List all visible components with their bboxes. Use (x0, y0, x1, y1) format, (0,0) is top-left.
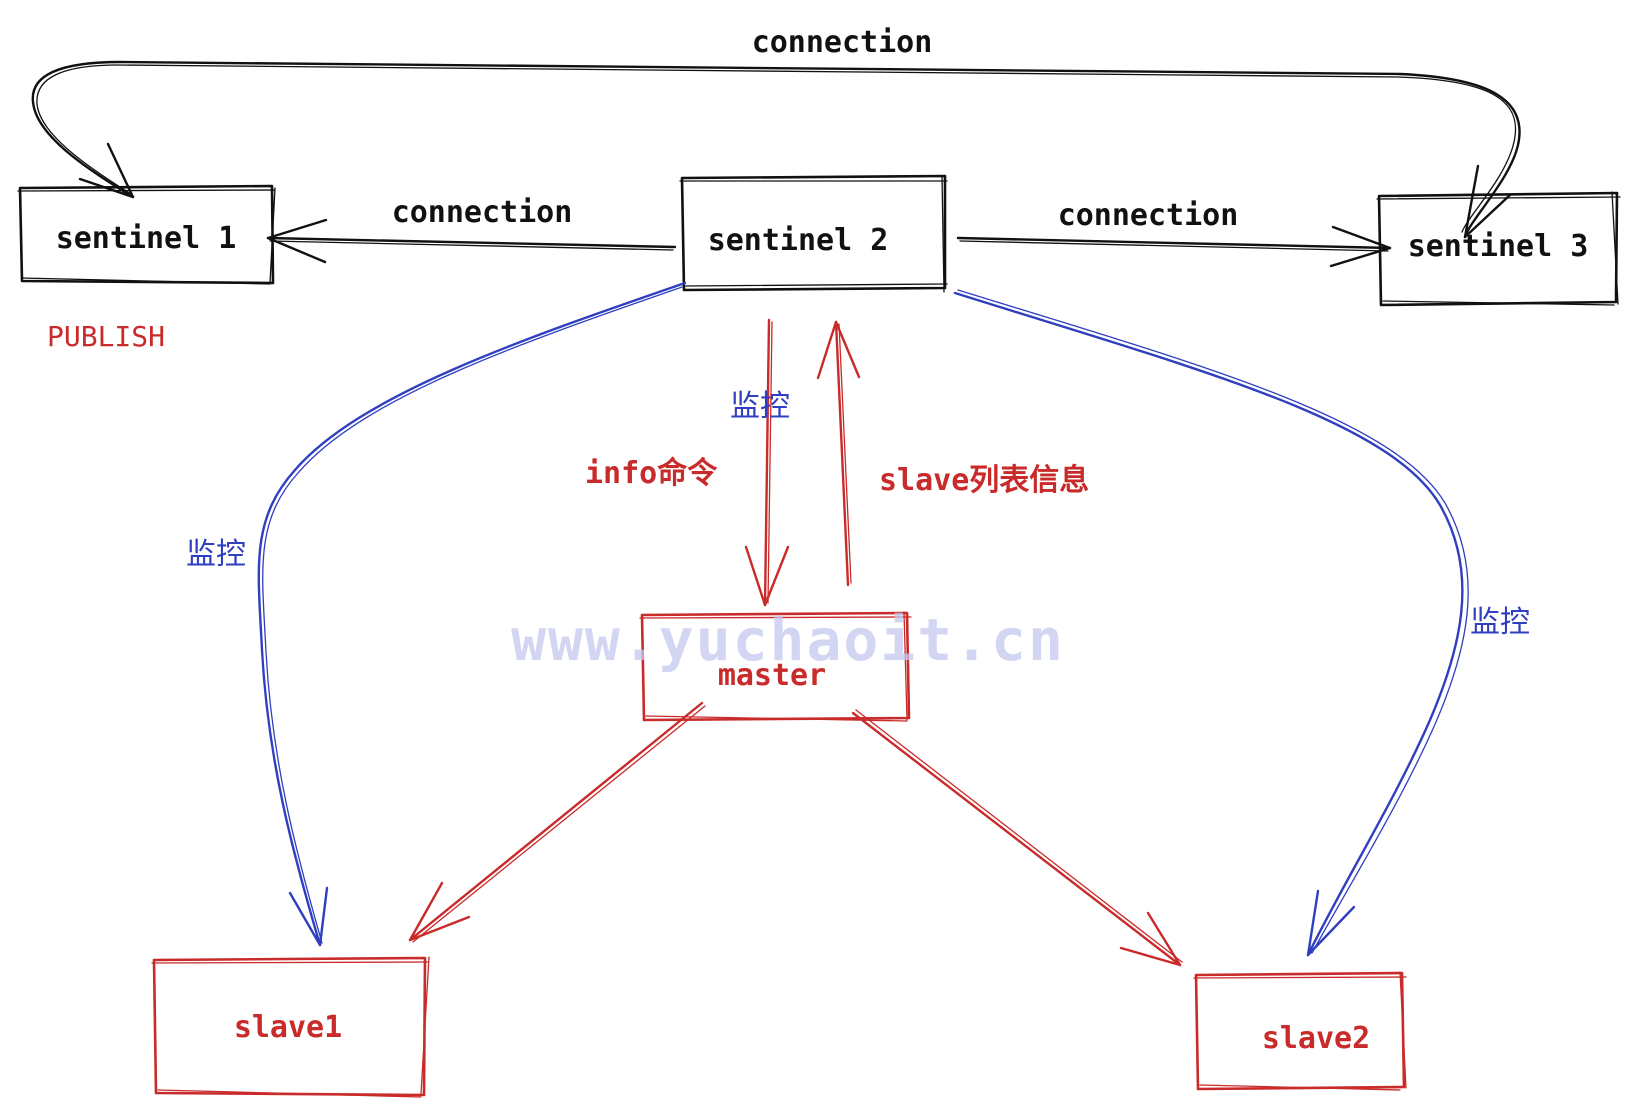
edge-monitor-slave1 (257, 281, 687, 947)
edge-sentinel2-to-sentinel1 (266, 218, 677, 264)
edge-sentinel2-to-sentinel3 (956, 225, 1392, 268)
node-slave2-label: slave2 (1262, 1021, 1370, 1056)
arrowhead-sentinel3-top (1463, 164, 1512, 239)
edge-top-connection (31, 60, 1521, 239)
label-connection-top: connection (752, 25, 933, 60)
node-sentinel2-label: sentinel 2 (708, 223, 889, 258)
arrowhead-sentinel1-top (78, 142, 135, 199)
edge-info-command (744, 318, 790, 607)
node-slave1[interactable]: slave1 (151, 956, 430, 1098)
node-sentinel1-label: sentinel 1 (56, 221, 237, 256)
node-slave2[interactable]: slave2 (1193, 971, 1407, 1091)
node-master[interactable]: master (639, 611, 912, 722)
node-sentinel3[interactable]: sentinel 3 (1376, 191, 1621, 307)
node-master-label: master (718, 658, 826, 693)
label-monitor-right: 监控 (1470, 605, 1530, 640)
label-monitor-left: 监控 (186, 537, 246, 572)
label-info-command: info命令 (585, 456, 718, 491)
node-sentinel2[interactable]: sentinel 2 (679, 174, 948, 293)
edge-master-to-slave2 (851, 709, 1183, 967)
node-sentinel3-label: sentinel 3 (1408, 229, 1589, 264)
edge-master-to-slave1 (408, 701, 706, 943)
watermark-text: www.yuchaoit.cn (511, 606, 1065, 674)
label-monitor-center: 监控 (730, 389, 790, 424)
edge-slave-list (816, 320, 861, 587)
label-connection-left: connection (392, 195, 573, 230)
node-slave1-label: slave1 (234, 1010, 342, 1045)
label-connection-right: connection (1058, 198, 1239, 233)
label-publish: PUBLISH (47, 320, 165, 353)
label-slave-list: slave列表信息 (879, 463, 1089, 498)
edge-monitor-slave2 (953, 289, 1469, 957)
node-sentinel1[interactable]: sentinel 1 (17, 184, 276, 285)
